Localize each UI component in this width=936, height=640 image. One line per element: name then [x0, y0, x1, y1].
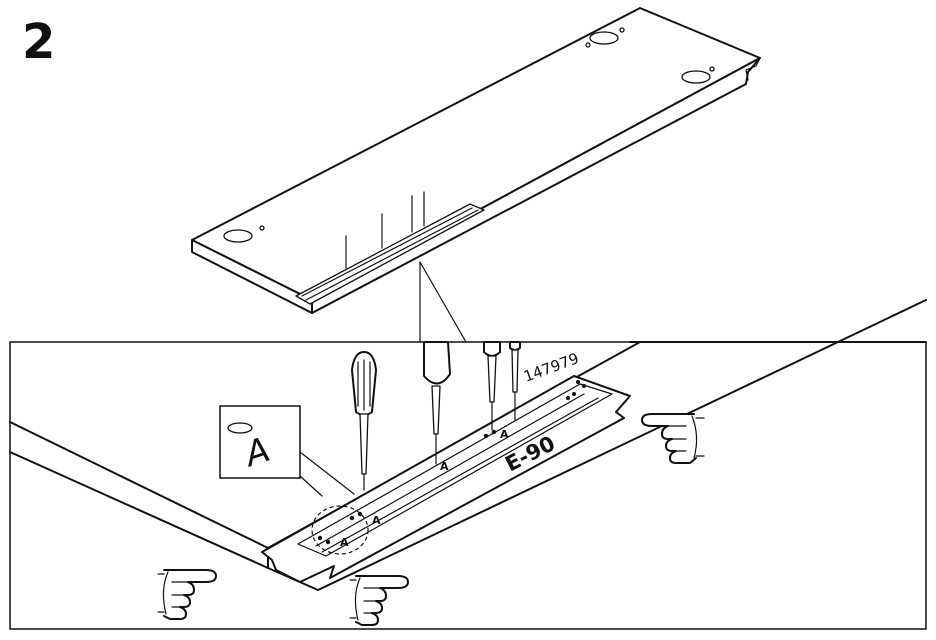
magnify-circle	[311, 505, 369, 555]
panel-overview	[191, 7, 761, 343]
hole-callout: A	[219, 405, 355, 497]
drawer-rail	[295, 203, 485, 305]
hole-label: A	[500, 428, 509, 441]
step-number: 2	[22, 14, 56, 70]
screwdriver-icon	[483, 341, 501, 431]
cam-hole	[223, 229, 253, 243]
hole-label: A	[372, 514, 381, 527]
cam-hole	[681, 70, 711, 84]
screwdriver-icon	[509, 341, 521, 421]
hole-label: A	[440, 460, 449, 473]
cam-hole	[589, 31, 619, 45]
drawer-rail-detail	[261, 375, 631, 583]
screwdriver-icon	[351, 351, 377, 491]
hole-label: A	[340, 536, 349, 549]
screwdriver-icon	[423, 341, 451, 465]
